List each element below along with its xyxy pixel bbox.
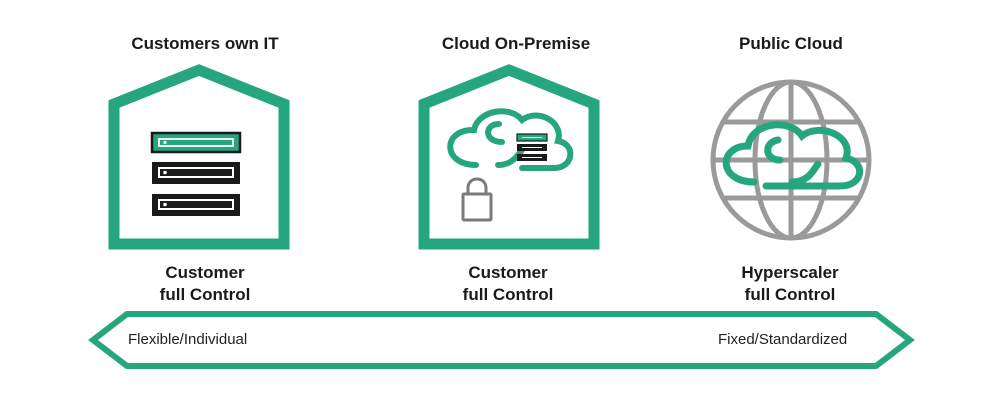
caption-customers-own-it: Customer full Control bbox=[85, 262, 325, 306]
globe-cloud-icon bbox=[706, 70, 876, 255]
column-title-public-cloud: Public Cloud bbox=[739, 34, 843, 53]
mini-server-icon bbox=[516, 133, 548, 161]
house-server-icon bbox=[104, 64, 290, 255]
caption-line: full Control bbox=[159, 285, 251, 304]
caption-public-cloud: Hyperscaler full Control bbox=[670, 262, 910, 306]
cloud-icon bbox=[722, 121, 864, 190]
globe-icon bbox=[710, 79, 872, 241]
column-title-customers-own-it: Customers own IT bbox=[131, 34, 279, 53]
lock-icon bbox=[461, 177, 493, 222]
caption-cloud-on-premise: Customer full Control bbox=[388, 262, 628, 306]
caption-line: full Control bbox=[744, 285, 836, 304]
caption-line: full Control bbox=[462, 285, 554, 304]
server-stack-icon bbox=[150, 131, 242, 216]
caption-line: Customer bbox=[165, 263, 245, 282]
caption-line: Hyperscaler bbox=[741, 263, 839, 282]
cloud-icon bbox=[447, 108, 574, 171]
house-cloud-lock-icon bbox=[414, 64, 600, 255]
caption-line: Customer bbox=[468, 263, 548, 282]
spectrum-label-left: Flexible/Individual bbox=[128, 331, 248, 348]
spectrum-label-right: Fixed/Standardized bbox=[718, 331, 848, 348]
column-title-cloud-on-premise: Cloud On-Premise bbox=[441, 34, 591, 53]
